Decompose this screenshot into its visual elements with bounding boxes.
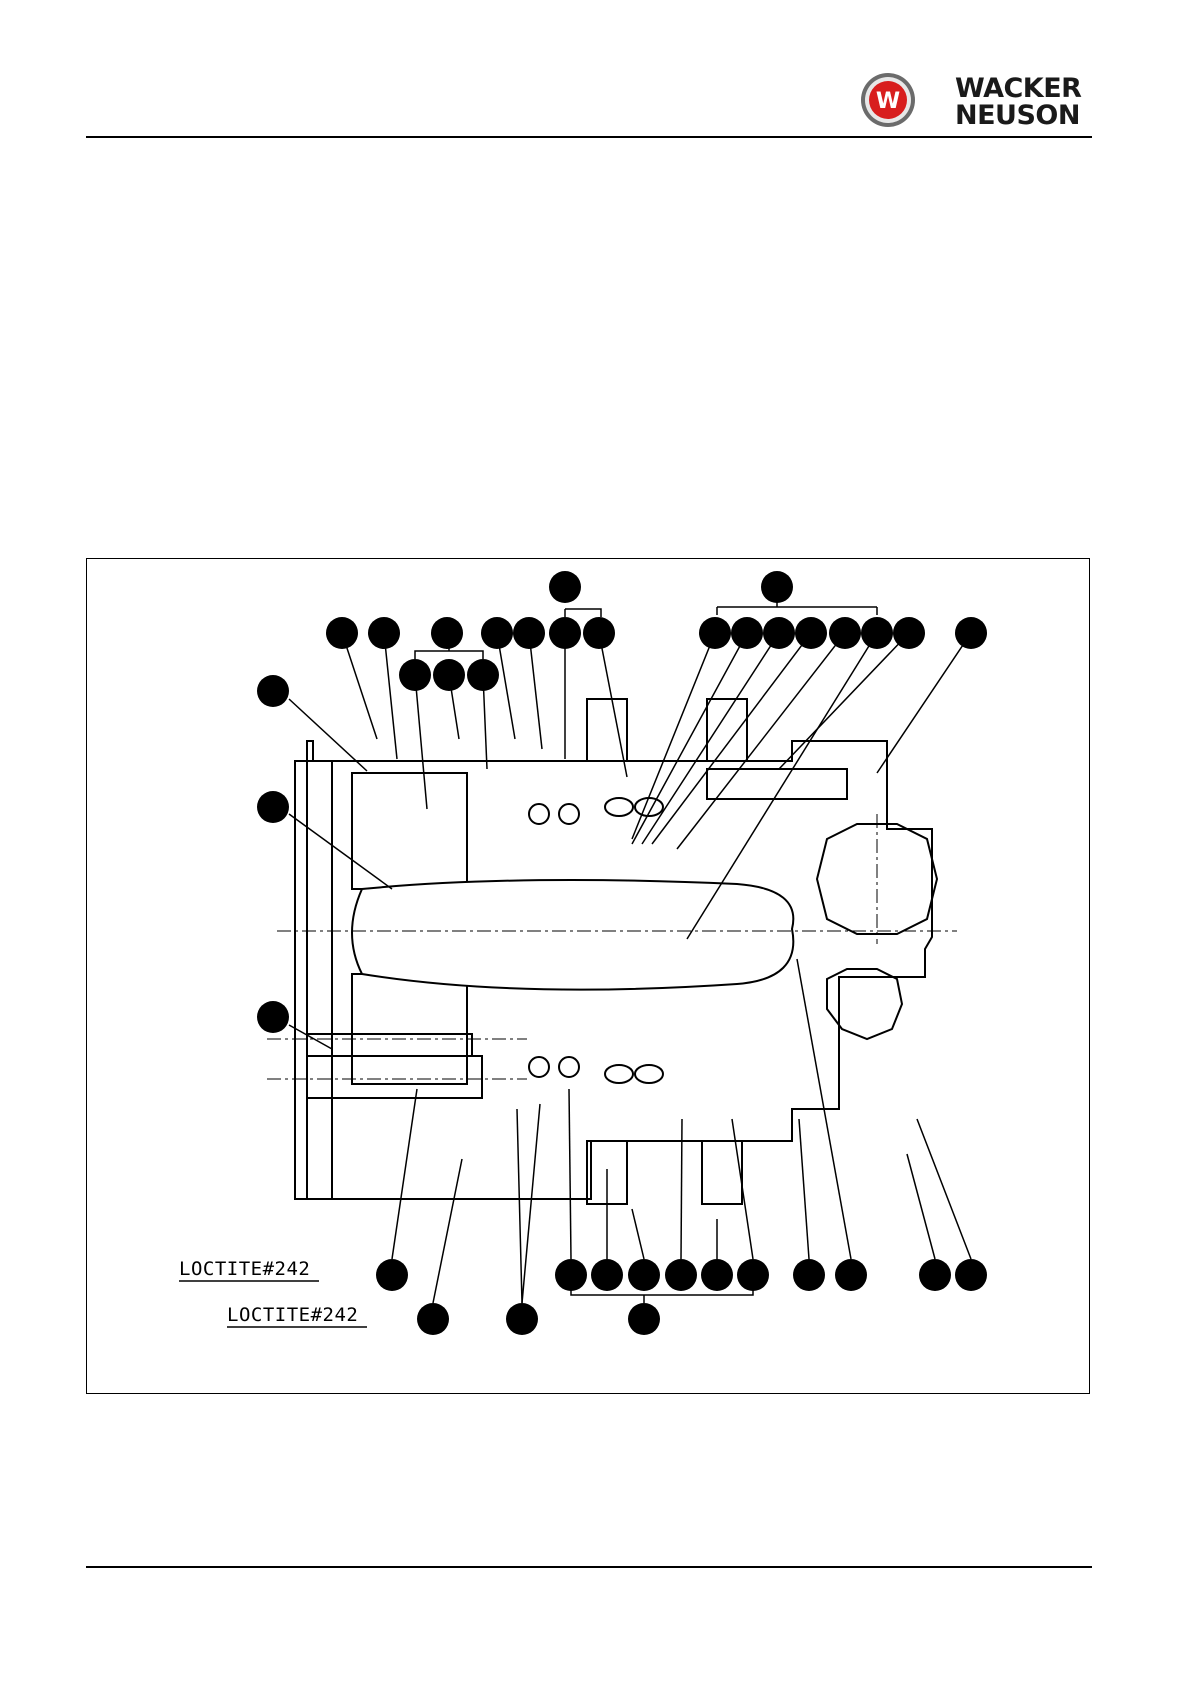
logo-svg: W WACKER NEUSON (855, 70, 1095, 130)
callout-balloon (417, 1303, 449, 1335)
callout-balloon (763, 617, 795, 649)
callout-balloon (326, 617, 358, 649)
callout-balloon (583, 617, 615, 649)
brand-logo: W WACKER NEUSON (855, 70, 1095, 130)
callout-balloon (761, 571, 793, 603)
callout-balloon (731, 617, 763, 649)
callout-balloon (257, 791, 289, 823)
callout-balloon (467, 659, 499, 691)
callout-balloon (628, 1259, 660, 1291)
callout-balloon (793, 1259, 825, 1291)
callout-balloon (376, 1259, 408, 1291)
callout-balloon (433, 659, 465, 691)
emblem-letter: W (876, 89, 900, 114)
callout-balloon (861, 617, 893, 649)
cross-section-drawing: LOCTITE#242 LOCTITE#242 (87, 559, 1091, 1395)
wordmark-line2: NEUSON (955, 100, 1080, 130)
footer-rule (86, 1566, 1092, 1568)
loctite-annotation-2: LOCTITE#242 (227, 1304, 358, 1326)
callout-balloon (737, 1259, 769, 1291)
callout-balloon (591, 1259, 623, 1291)
callout-balloon (893, 617, 925, 649)
callout-balloon (431, 617, 463, 649)
callout-balloon (555, 1259, 587, 1291)
wacker-neuson-emblem-icon: W (861, 73, 915, 127)
loctite-annotations: LOCTITE#242 LOCTITE#242 (179, 1258, 367, 1327)
callout-balloon (399, 659, 431, 691)
callout-balloon (919, 1259, 951, 1291)
header-rule (86, 136, 1092, 138)
shaft (352, 880, 793, 990)
callout-balloon (513, 617, 545, 649)
callout-balloon (955, 1259, 987, 1291)
callout-balloon (549, 617, 581, 649)
callout-balloon (795, 617, 827, 649)
technical-drawing-figure: LOCTITE#242 LOCTITE#242 (86, 558, 1090, 1394)
callout-balloon (955, 617, 987, 649)
callout-balloon (701, 1259, 733, 1291)
callout-balloon (835, 1259, 867, 1291)
callout-balloon (628, 1303, 660, 1335)
callout-balloon (699, 617, 731, 649)
callout-balloon (549, 571, 581, 603)
callout-balloon (257, 675, 289, 707)
callout-balloon (665, 1259, 697, 1291)
callout-balloon (257, 1001, 289, 1033)
loctite-annotation-1: LOCTITE#242 (179, 1258, 310, 1280)
callout-balloon (368, 617, 400, 649)
callout-balloon (829, 617, 861, 649)
callout-balloon (481, 617, 513, 649)
callout-balloon (506, 1303, 538, 1335)
